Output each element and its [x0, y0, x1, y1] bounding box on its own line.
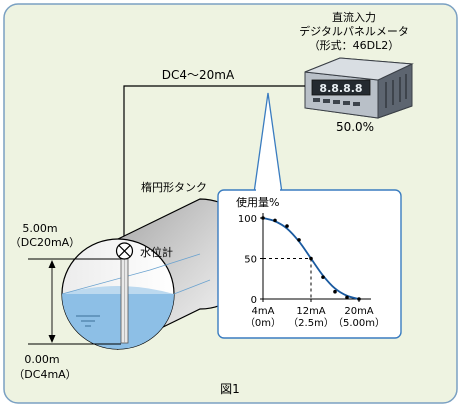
chart-point — [273, 218, 277, 223]
chart-xtick-sublabel: （5.00m） — [333, 317, 385, 329]
chart-xtick-label: 12mA — [296, 306, 325, 317]
signal-label: DC4～20mA — [162, 68, 235, 82]
chart-ytick-label: 100 — [238, 214, 257, 225]
chart-point — [321, 275, 325, 279]
chart-point — [345, 295, 349, 300]
chart-point — [297, 238, 301, 242]
chart-point — [261, 216, 265, 220]
signal-wire — [123, 85, 305, 244]
level-bottom-value: 0.00m — [24, 353, 59, 366]
meter-reading: 50.0% — [336, 120, 374, 134]
usage-chart: 使用量% 100 50 0 4mA（0m） 12mA（2.5m） 20mA（5.00m） — [236, 196, 385, 329]
device-model-label: （形式：46DL2） — [309, 39, 400, 52]
meter-key — [323, 99, 330, 103]
device-title-line1: 直流入力 — [332, 10, 376, 24]
chart-point — [285, 224, 289, 228]
device-title-line2: デジタルパネルメータ — [299, 24, 409, 38]
chart-ylabel: 使用量% — [236, 196, 279, 209]
chart-xtick-label: 20mA — [344, 306, 373, 317]
level-top-signal: （DC20mA） — [10, 236, 80, 249]
callout-pointer — [253, 92, 283, 194]
chart-point — [333, 289, 337, 294]
chart-ytick-label: 50 — [244, 255, 257, 266]
meter-key — [353, 102, 360, 106]
figure-caption: 図1 — [220, 382, 240, 396]
callout-box — [217, 189, 402, 339]
chart-xtick-label: 4mA — [252, 306, 275, 317]
meter-key — [313, 98, 320, 102]
gauge-label: 水位計 — [140, 245, 173, 259]
chart-point — [309, 256, 313, 261]
meter-key — [333, 100, 340, 104]
tank-title: 楕円形タンク — [141, 180, 207, 194]
meter-key — [343, 101, 350, 105]
level-dimension — [28, 258, 121, 345]
meter-display-digits: 8.8.8.8 — [319, 82, 362, 95]
chart-ytick-label: 0 — [251, 295, 257, 306]
panel-meter: 8.8.8.8 — [304, 57, 414, 119]
chart-xtick-sublabel: （2.5m） — [288, 317, 334, 329]
level-top-value: 5.00m — [22, 222, 57, 235]
level-bottom-signal: （DC4mA） — [13, 368, 76, 381]
chart-xtick-sublabel: （0m） — [245, 317, 281, 329]
chart-point — [357, 297, 361, 301]
meter-display — [311, 79, 371, 96]
